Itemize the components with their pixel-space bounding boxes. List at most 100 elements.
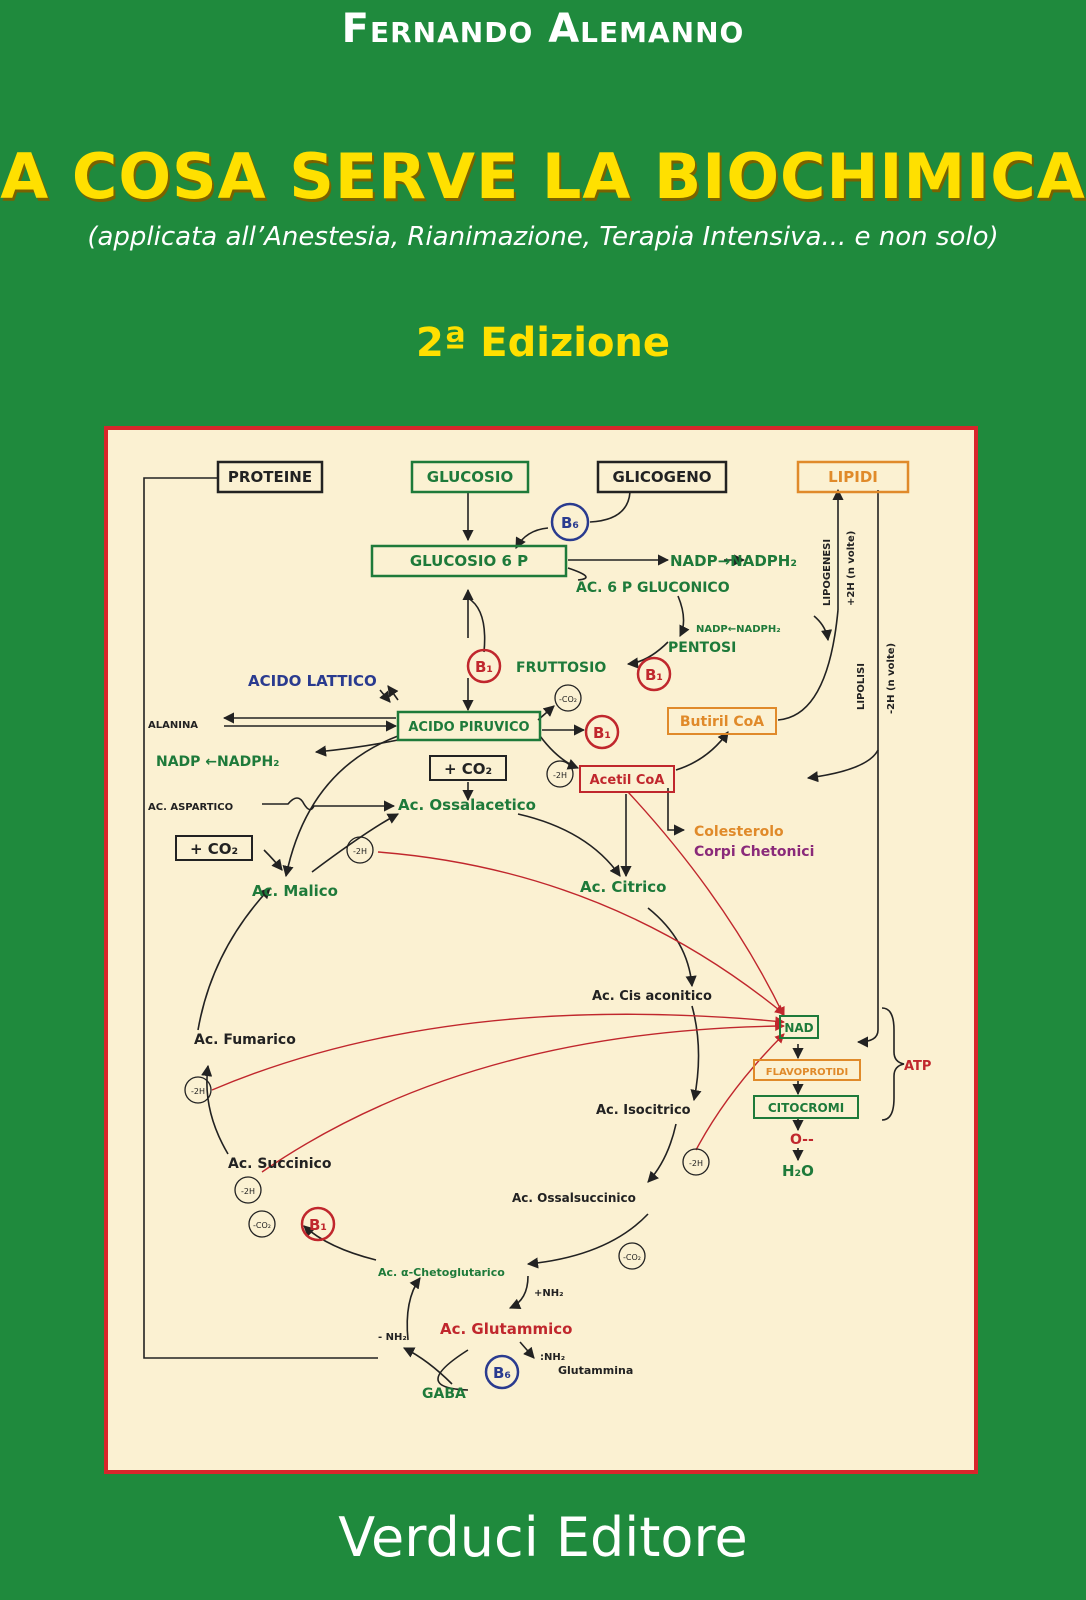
arrow-citrico-cis [647, 907, 697, 988]
box-glucosio: GLUCOSIO [410, 460, 530, 494]
label-glutammina: Glutammina [558, 1364, 633, 1377]
label-ac-aspartico: AC. ASPARTICO [148, 802, 233, 813]
label-corpi: Corpi Chetonici [694, 844, 814, 860]
arrow-aspartico [262, 797, 396, 812]
circle-b1-b: B₁ [636, 656, 672, 692]
label-minus2h-n: -2H (n volte) [886, 643, 897, 714]
arrow-glut-gaba [437, 1349, 469, 1391]
arrow-lipidi-lipolisi [806, 490, 879, 783]
arrow-acetil-butiril [675, 731, 729, 771]
red-arrow-2h-malico [377, 851, 785, 1015]
arrow-glut-glutammina [519, 1341, 535, 1359]
svg-text:GLUCOSIO: GLUCOSIO [427, 468, 513, 486]
atp-brace [881, 1007, 905, 1121]
label-fumarico: Ac. Fumarico [194, 1032, 296, 1048]
svg-text:NAD: NAD [784, 1021, 813, 1035]
box-plus-co2-b: + CO₂ [175, 835, 253, 861]
circle-minus-2h-c: -2H [184, 1076, 212, 1104]
svg-text:Butiril CoA: Butiril CoA [680, 714, 764, 730]
svg-text:PROTEINE: PROTEINE [228, 468, 312, 486]
label-nadp-nadph: NADP→NADPH₂ [670, 552, 797, 570]
book-title: A COSA SERVE LA BIOCHIMICA [0, 140, 1086, 213]
red-arrow-iso-nad [695, 1033, 785, 1151]
box-acido-piruvico: ACIDO PIRUVICO [396, 710, 542, 742]
label-malico: Ac. Malico [252, 882, 338, 900]
label-ossalacetico: Ac. Ossalacetico [398, 796, 536, 814]
labels: NADP→NADPH₂ AC. 6 P GLUCONICO NADP←NADPH… [148, 531, 931, 1402]
svg-text:B₁: B₁ [475, 658, 493, 676]
red-arrow-acetil-nad [627, 791, 785, 1017]
arrow-proteine-left [143, 477, 378, 1359]
arrow-acetil-coleste [667, 788, 686, 836]
arrow-g6p-gluconico [567, 567, 587, 581]
circle-b1-c: B₁ [584, 714, 620, 750]
label-minus-nh2: - NH₂ [378, 1332, 407, 1343]
publisher-name: Verduci Editore [338, 1506, 748, 1569]
circle-minus-2h-e: -2H [682, 1148, 710, 1176]
box-proteine: PROTEINE [216, 460, 324, 494]
arrow-piruvico-acetil [539, 735, 580, 770]
box-nad: NAD [779, 1015, 819, 1039]
label-ac6p: AC. 6 P GLUCONICO [576, 580, 730, 596]
circle-b1-a: B₁ [466, 648, 502, 684]
label-plus-nh2: +NH₂ [534, 1288, 564, 1299]
red-arrows [211, 791, 785, 1173]
svg-text:CITOCROMI: CITOCROMI [768, 1101, 844, 1115]
box-butiril: Butiril CoA [667, 707, 777, 735]
pathway-diagram: PROTEINE GLUCOSIO GLICOGENO LIPIDI GLUCO… [143, 460, 931, 1402]
arrow-gaba-glut [402, 1347, 453, 1385]
arrow-piruvico-malico [282, 735, 399, 878]
circle-minus-co2-a: -CO₂ [554, 684, 582, 712]
arrow-succinico-fumarico [201, 1064, 229, 1155]
edition-label: 2ª Edizione [415, 320, 671, 366]
arrow-b1-curve [467, 597, 486, 653]
red-arrow-fumarico-nad [211, 1013, 785, 1091]
circle-minus-2h-b: -2H [346, 836, 374, 864]
biochemistry-diagram: PROTEINE GLUCOSIO GLICOGENO LIPIDI GLUCO… [104, 426, 978, 1474]
red-arrow-succinico-nad [261, 1021, 785, 1173]
label-lipogenesi: LIPOGENESI [822, 539, 833, 606]
svg-text:GLICOGENO: GLICOGENO [612, 468, 711, 486]
svg-text:B₁: B₁ [593, 724, 611, 742]
arrow-glut-cheto [406, 1277, 421, 1341]
label-lipolisi: LIPOLISI [856, 663, 867, 710]
label-o2: O-- [790, 1132, 814, 1148]
svg-text:GLUCOSIO 6 P: GLUCOSIO 6 P [410, 552, 528, 570]
boxes: PROTEINE GLUCOSIO GLICOGENO LIPIDI GLUCO… [175, 460, 910, 1119]
svg-text:-2H: -2H [353, 847, 367, 856]
box-citocromi: CITOCROMI [753, 1095, 859, 1119]
circle-b1-d: B₁ [300, 1206, 336, 1242]
svg-text:-2H: -2H [689, 1159, 703, 1168]
svg-text:-CO₂: -CO₂ [253, 1221, 271, 1230]
svg-text:B₆: B₆ [493, 1364, 511, 1382]
label-alanina: ALANINA [148, 720, 198, 731]
label-isocitrico: Ac. Isocitrico [596, 1103, 691, 1118]
arrow-fumarico-malico [197, 887, 271, 1031]
svg-text:Acetil CoA: Acetil CoA [590, 773, 665, 788]
circle-b6-top: B₆ [550, 502, 590, 542]
arrow-butiril-lipo [777, 609, 839, 721]
label-chetoglutarico: Ac. α-Chetoglutarico [378, 1266, 505, 1279]
label-acido-lattico: ACIDO LATTICO [248, 672, 377, 690]
circle-minus-co2-c: -CO₂ [618, 1242, 646, 1270]
arrow-malico-ossal [311, 813, 399, 873]
svg-text:+ CO₂: + CO₂ [444, 760, 492, 778]
circle-minus-2h-a: -2H [546, 760, 574, 788]
arrow-cheto-glut [508, 1275, 529, 1310]
circle-b6-bottom: B₆ [484, 1354, 520, 1390]
label-nh2-glut: :NH₂ [540, 1352, 565, 1363]
arrow-ossalsucc-cheto [526, 1213, 649, 1269]
label-ossalsuccinico: Ac. Ossalsuccinico [512, 1191, 636, 1205]
svg-text:FLAVOPROTIDI: FLAVOPROTIDI [766, 1067, 848, 1078]
label-plus2h: +2H (n volte) [846, 531, 857, 606]
arrow-ossal-citrico [517, 813, 621, 877]
circles: B₆ B₁ B₁ B₁ B₁ B₆ -CO₂ -CO₂ -CO₂ -2H -2H… [184, 502, 710, 1390]
label-nadp-left: NADP ←NADPH₂ [156, 754, 279, 770]
arrow-co2-malico [263, 849, 283, 871]
box-plus-co2: + CO₂ [429, 755, 507, 781]
label-fruttosio: FRUTTOSIO [516, 660, 606, 676]
arrow-lattico [387, 685, 399, 701]
svg-text:-2H: -2H [191, 1087, 205, 1096]
label-citrico: Ac. Citrico [580, 878, 666, 896]
